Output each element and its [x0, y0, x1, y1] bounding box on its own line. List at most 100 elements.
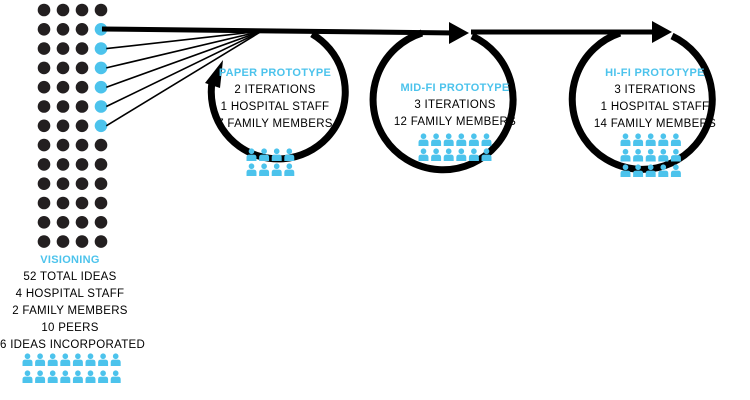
person-icon	[72, 370, 83, 383]
idea-dot	[56, 216, 70, 229]
idea-dot	[75, 61, 89, 75]
idea-dot	[37, 80, 51, 94]
person-icon	[658, 133, 669, 146]
idea-dot	[75, 80, 89, 94]
idea-dot	[94, 216, 108, 229]
idea-dot	[37, 119, 51, 133]
person-icon	[22, 353, 33, 366]
idea-dot	[37, 23, 51, 36]
idea-dot	[37, 158, 51, 171]
idea-connector-line	[106, 30, 263, 69]
idea-dot	[75, 23, 89, 36]
idea-dot	[56, 3, 70, 17]
idea-connector-line	[106, 30, 263, 88]
visioning-people	[22, 353, 121, 383]
idea-dot	[37, 3, 51, 17]
hi-fi-prototype-title: HI-FI PROTOTYPE	[605, 67, 705, 79]
person-icon	[110, 353, 121, 366]
idea-dot	[56, 177, 70, 190]
idea-dot	[37, 100, 51, 113]
paper-prototype-family-members: 7 FAMILY MEMBERS	[217, 118, 333, 130]
person-icon	[658, 148, 669, 162]
idea-dot	[56, 119, 70, 133]
person-icon	[418, 148, 429, 161]
person-icon	[620, 148, 631, 162]
loop-paper-prototype	[205, 30, 349, 163]
person-icon	[443, 148, 454, 161]
mid-fi-prototype-title: MID-FI PROTOTYPE	[400, 82, 510, 94]
person-icon	[481, 133, 492, 146]
idea-dot	[94, 138, 108, 152]
idea-dot	[75, 3, 89, 17]
arrowhead-to-mid-fi	[449, 22, 469, 44]
idea-dot	[56, 100, 70, 113]
idea-connector-line	[106, 30, 263, 50]
loop-mid-fi-prototype	[369, 29, 517, 174]
person-icon	[85, 370, 96, 383]
person-icon	[468, 133, 479, 146]
idea-dot	[94, 196, 108, 210]
visioning-total-ideas: 52 TOTAL IDEAS	[23, 271, 117, 283]
person-icon	[443, 133, 454, 146]
visioning-ideas-incorporated: 6 IDEAS INCORPORATED	[0, 339, 146, 351]
idea-dot-grid	[37, 3, 108, 248]
idea-dot-incorporated	[94, 100, 108, 113]
person-icon	[60, 353, 71, 366]
person-icon	[60, 370, 71, 383]
idea-dot	[56, 61, 70, 75]
idea-dot	[37, 235, 51, 248]
idea-dot-incorporated	[94, 61, 108, 75]
person-icon	[72, 353, 83, 366]
person-icon	[431, 133, 442, 146]
person-icon	[645, 133, 656, 146]
idea-dot-incorporated	[94, 119, 108, 133]
person-icon	[85, 353, 96, 366]
idea-dot	[75, 196, 89, 210]
idea-dot	[75, 235, 89, 248]
idea-dot	[94, 235, 108, 248]
idea-dot	[75, 138, 89, 152]
visioning-peers: 10 PEERS	[41, 322, 99, 334]
idea-dot	[56, 235, 70, 248]
person-icon	[98, 370, 109, 383]
idea-connector-line	[105, 30, 263, 127]
mid-fi-prototype-iterations: 3 ITERATIONS	[414, 99, 496, 111]
hi-fi-prototype-iterations: 3 ITERATIONS	[614, 84, 696, 96]
arrowhead-to-hi-fi	[652, 21, 672, 43]
idea-dot	[56, 196, 70, 210]
person-icon	[271, 163, 282, 176]
loop-arrowhead	[205, 60, 223, 88]
hi-fi-prototype-block: HI-FI PROTOTYPE 3 ITERATIONS 1 HOSPITAL …	[585, 65, 725, 133]
idea-dot	[75, 216, 89, 229]
idea-dot	[75, 158, 89, 171]
idea-dot	[56, 42, 70, 55]
person-icon	[418, 133, 429, 146]
paper-prototype-title: PAPER PROTOTYPE	[218, 67, 332, 79]
person-icon	[22, 370, 33, 383]
person-icon	[47, 353, 58, 366]
idea-dot	[37, 138, 51, 152]
idea-dot	[75, 100, 89, 113]
person-icon	[284, 163, 295, 176]
hi-fi-prototype-hospital-staff: 1 HOSPITAL STAFF	[600, 101, 710, 113]
visioning-hospital-staff: 4 HOSPITAL STAFF	[15, 288, 125, 300]
idea-dot	[94, 3, 108, 17]
idea-dot	[56, 138, 70, 152]
idea-dot	[56, 158, 70, 171]
idea-dot-incorporated	[94, 42, 108, 55]
idea-dot	[37, 61, 51, 75]
main-flow-arrow	[101, 21, 672, 44]
person-icon	[633, 148, 644, 162]
person-icon	[271, 148, 282, 161]
visioning-title: VISIONING	[40, 254, 100, 266]
idea-dot	[56, 23, 70, 36]
person-icon	[645, 148, 656, 162]
person-icon	[246, 163, 257, 176]
idea-dot	[94, 177, 108, 190]
person-icon	[110, 370, 121, 383]
hi-fi-prototype-family-members: 14 FAMILY MEMBERS	[593, 118, 717, 130]
idea-dot	[75, 119, 89, 133]
person-icon	[47, 370, 58, 383]
idea-dot	[37, 177, 51, 190]
person-icon	[431, 148, 442, 161]
